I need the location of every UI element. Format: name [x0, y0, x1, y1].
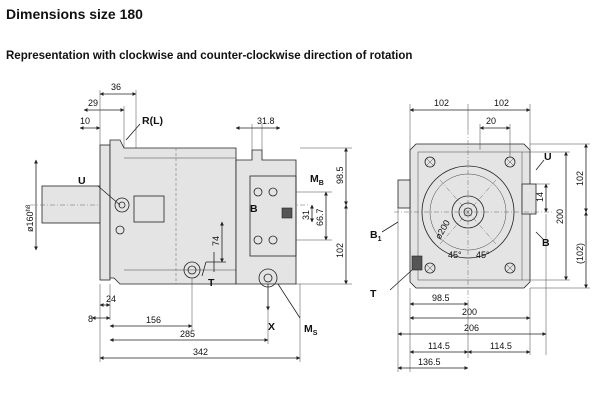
port-plate: [235, 149, 297, 285]
dim-29: 29: [88, 98, 98, 108]
dim-31: 31: [301, 210, 311, 220]
side-view: [30, 90, 352, 362]
side-port-left: [397, 179, 411, 209]
label-ms: MS: [304, 323, 318, 337]
angle-45-b: 45°: [476, 250, 490, 260]
dim-342: 342: [193, 347, 208, 357]
dim-114-5-a: 114.5: [428, 341, 450, 351]
label-r-l: R(L): [142, 115, 163, 127]
label-mb: MB: [310, 173, 324, 187]
dim-20: 20: [486, 116, 496, 126]
dim-24: 24: [106, 294, 116, 304]
dim-206: 206: [464, 323, 479, 333]
label-t-front: T: [370, 288, 377, 300]
dim-102-top-b: 102: [494, 98, 509, 108]
dim-98-5: 98.5: [335, 166, 345, 184]
page-title: Dimensions size 180: [6, 6, 143, 22]
dim-285: 285: [180, 329, 195, 339]
label-b-side: B: [250, 203, 258, 215]
page-subtitle: Representation with clockwise and counte…: [6, 50, 413, 62]
label-x: X: [268, 321, 275, 333]
dim-200-front: 200: [462, 307, 477, 317]
dim-200-right: 200: [555, 209, 565, 224]
dim-102-paren: (102): [575, 243, 585, 264]
dim-102-top-a: 102: [434, 98, 449, 108]
label-t-side: T: [208, 277, 215, 289]
label-b1: B1: [370, 229, 382, 243]
dim-66-7: 66.7: [315, 208, 325, 226]
label-u-front: U: [544, 151, 552, 163]
dim-14: 14: [535, 192, 545, 202]
dim-8: 8: [88, 314, 93, 324]
dim-102-side: 102: [335, 243, 345, 258]
front-view-labels: 102 102 20 102 200 (102) 14 ø200 45° 45°…: [370, 98, 585, 367]
housing-boss: [133, 195, 165, 223]
side-view-labels: 36 29 10 31.8 R(L) U MB B T X MS 98.5 10…: [25, 82, 345, 357]
dim-74: 74: [211, 236, 221, 246]
dim-156: 156: [146, 315, 161, 325]
label-u-side: U: [78, 175, 86, 187]
dim-31-8: 31.8: [257, 116, 275, 126]
port-u-side: [114, 197, 130, 213]
dim-114-5-b: 114.5: [490, 341, 512, 351]
mounting-flange: [99, 144, 111, 281]
dim-36: 36: [111, 82, 121, 92]
port-mb-fitting: [281, 207, 293, 219]
label-b-front: B: [542, 237, 550, 249]
flange-b: [249, 175, 297, 257]
dim-98-5-front: 98.5: [432, 293, 450, 303]
dim-diameter-160: ø160h8: [25, 204, 35, 232]
dim-102-right: 102: [575, 171, 585, 186]
dim-136-5: 136.5: [418, 357, 441, 367]
angle-45-a: 45°: [448, 250, 462, 260]
dim-10: 10: [80, 116, 90, 126]
drive-shaft: [41, 185, 103, 224]
front-view: [381, 104, 590, 372]
side-port-right: [521, 183, 537, 215]
